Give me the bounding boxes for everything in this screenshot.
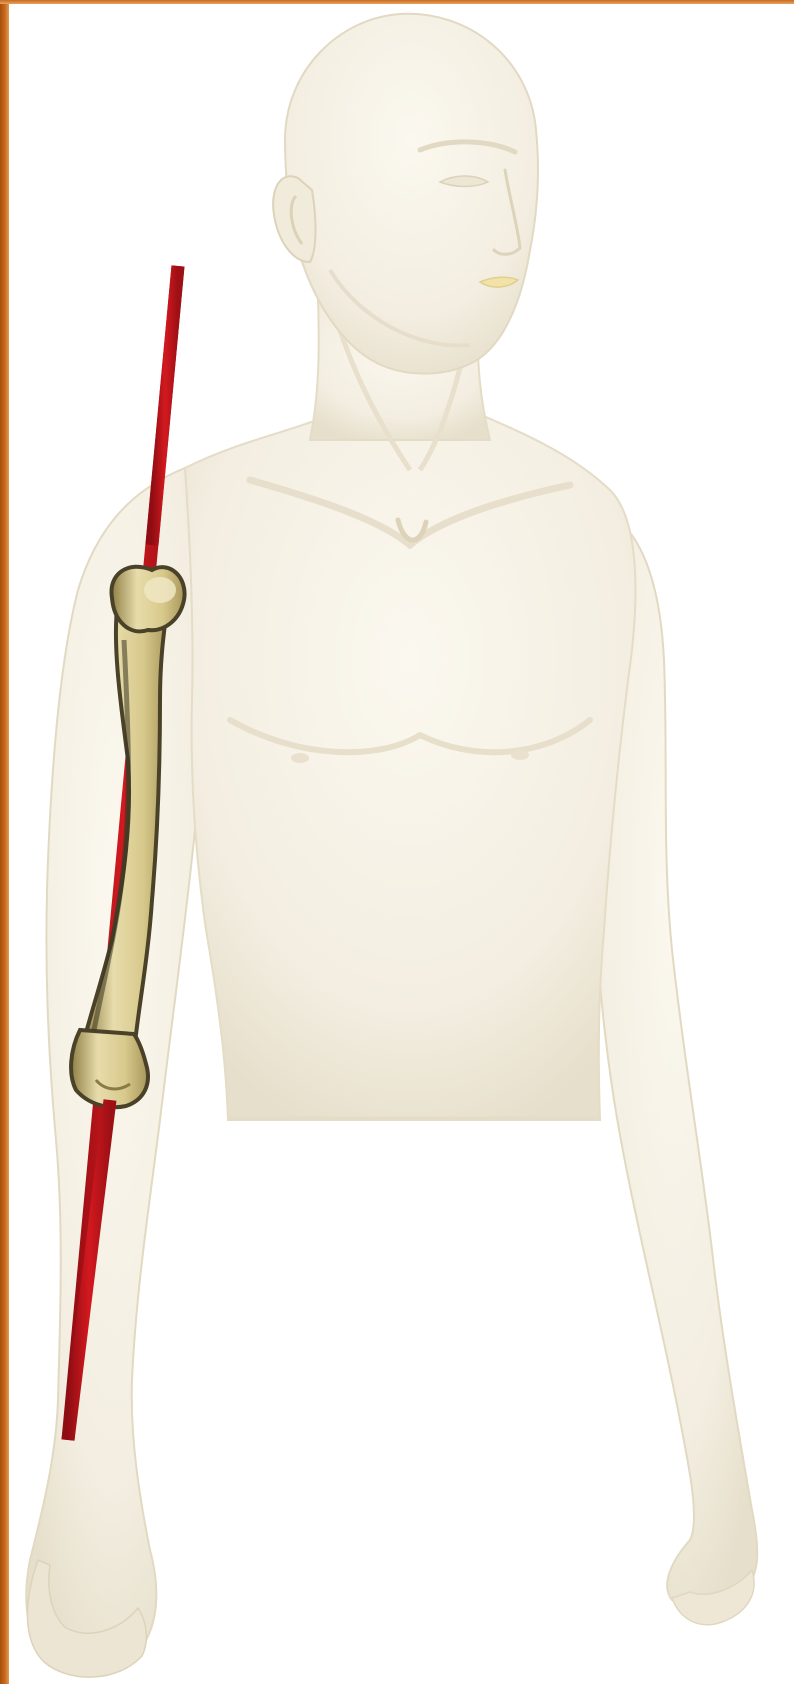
humerus-head-highlight	[144, 577, 176, 603]
humerus-distal-end	[71, 1030, 148, 1107]
ear	[273, 176, 315, 262]
humerus-head	[111, 567, 184, 632]
right-nipple	[511, 750, 529, 760]
torso	[185, 410, 635, 1120]
left-nipple	[291, 753, 309, 763]
